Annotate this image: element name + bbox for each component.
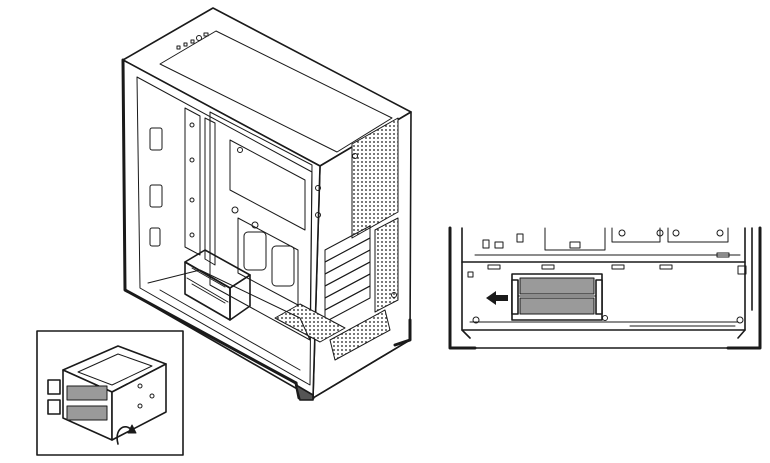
drive-cage-installed <box>184 249 251 321</box>
drive-cage-removing <box>511 273 603 321</box>
drive-cage-detail-view <box>448 226 762 350</box>
drive-cage-isolated <box>47 345 167 445</box>
front-io-buttons <box>176 32 209 50</box>
drive-cage-inset <box>36 330 184 456</box>
case-interior <box>136 76 399 386</box>
rotate-arrow-icon <box>116 424 137 445</box>
left-arrow-icon <box>486 291 508 305</box>
pc-case-main-view <box>121 7 412 401</box>
